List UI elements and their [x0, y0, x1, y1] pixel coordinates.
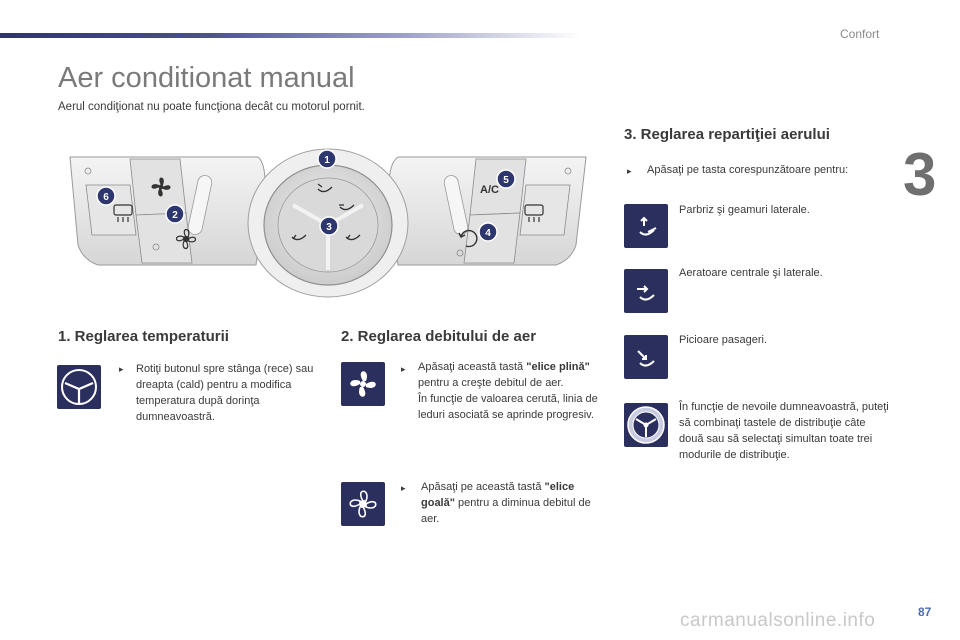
svg-text:1: 1	[324, 155, 330, 166]
section3-heading: 3. Reglarea repartiţiei aerului	[624, 126, 830, 143]
bullet-marker: ▸	[119, 364, 124, 374]
option-label-vents: Aeratoare centrale şi laterale.	[679, 267, 823, 279]
section3-text: Apăsaţi pe tasta corespunzătoare pentru:	[647, 164, 849, 176]
section2-item2-text: Apăsaţi pe această tastă "elice goală" p…	[421, 481, 591, 525]
option-label-footwell: Picioare pasageri.	[679, 334, 768, 346]
svg-text:3: 3	[326, 222, 332, 233]
windshield-airflow-icon	[624, 204, 668, 248]
footwell-airflow-icon	[624, 335, 668, 379]
bullet-marker: ▸	[401, 364, 406, 374]
section-name: Confort	[840, 27, 880, 41]
svg-text:A/C: A/C	[480, 184, 499, 196]
fan-filled-icon	[341, 362, 385, 406]
distribution-dial-icon	[624, 403, 668, 447]
watermark: carmanualsonline.info	[680, 610, 876, 631]
section2-heading: 2. Reglarea debitului de aer	[341, 328, 537, 345]
climate-control-panel-illustration: A/C 1	[68, 135, 588, 305]
svg-text:6: 6	[103, 192, 109, 203]
page-title: Aer conditionat manual	[58, 62, 355, 94]
chapter-number: 3	[903, 141, 937, 208]
header-accent-bar	[0, 33, 580, 38]
svg-text:4: 4	[485, 228, 491, 239]
marker-3: 3	[319, 216, 339, 236]
section2-item1-text: Apăsaţi această tastă "elice plină" pent…	[418, 361, 598, 421]
steering-dial-icon	[57, 365, 101, 409]
marker-1: 1	[317, 149, 337, 169]
svg-text:5: 5	[503, 175, 509, 186]
fan-outline-icon	[341, 482, 385, 526]
combo-text: În funcţie de nevoile dumneavoastră, put…	[679, 401, 889, 461]
marker-6: 6	[96, 186, 116, 206]
option-label-windshield: Parbriz şi geamuri laterale.	[679, 204, 810, 216]
marker-4: 4	[478, 222, 498, 242]
bullet-marker: ▸	[627, 166, 632, 176]
svg-text:2: 2	[172, 210, 178, 221]
page-subtitle: Aerul condiţionat nu poate funcţiona dec…	[58, 101, 365, 113]
section1-text: Rotiţi butonul spre stânga (rece) sau dr…	[136, 363, 314, 423]
marker-5: 5	[496, 169, 516, 189]
marker-2: 2	[165, 204, 185, 224]
page-number: 87	[918, 605, 932, 619]
vent-airflow-icon	[624, 269, 668, 313]
section1-heading: 1. Reglarea temperaturii	[58, 328, 229, 345]
bullet-marker: ▸	[401, 483, 406, 493]
